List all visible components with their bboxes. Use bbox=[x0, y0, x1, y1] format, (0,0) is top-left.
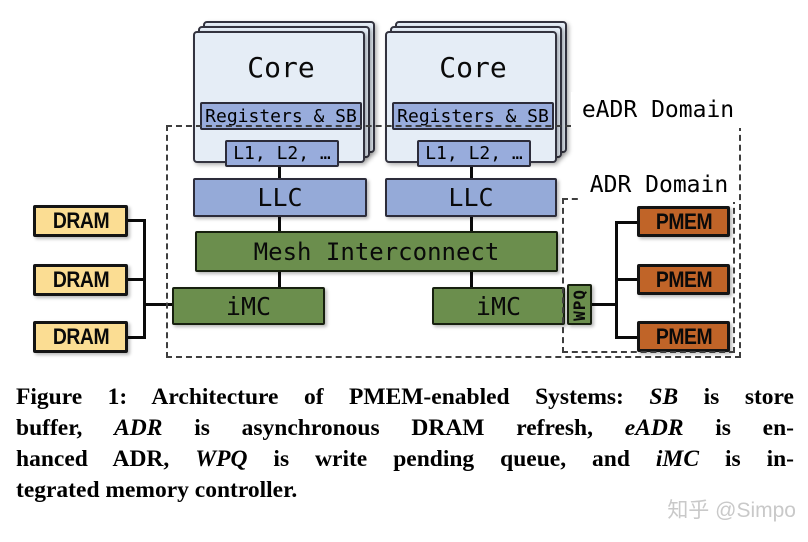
dram-bus-vertical bbox=[143, 219, 146, 339]
pmem-bus-stub-3 bbox=[615, 336, 639, 339]
llc-label: LLC bbox=[448, 183, 494, 212]
wpq-label: WPQ bbox=[570, 288, 589, 321]
dram-box-3: DRAM bbox=[33, 321, 128, 353]
connector-core-llc-right bbox=[470, 155, 473, 180]
pmem-label: PMEM bbox=[655, 266, 712, 292]
watermark: 知乎 @Simpo bbox=[667, 499, 796, 522]
connector-core-llc-left bbox=[278, 155, 281, 180]
core-stack-left: Core Registers & SB L1, L2, … bbox=[193, 21, 375, 167]
pmem-box-1: PMEM bbox=[637, 206, 730, 237]
pmem-label: PMEM bbox=[655, 323, 712, 349]
caption-line: tegrated memory controller. bbox=[16, 477, 298, 503]
dram-bus-stub-2 bbox=[126, 278, 146, 281]
dram-label: DRAM bbox=[52, 324, 109, 349]
caption-line: buffer, ADR is asynchronous DRAM refresh… bbox=[16, 415, 795, 441]
mesh-interconnect-box: Mesh Interconnect bbox=[195, 231, 558, 272]
pmem-label: PMEM bbox=[655, 208, 712, 234]
dram-label: DRAM bbox=[52, 267, 109, 292]
dram-label: DRAM bbox=[52, 208, 109, 233]
dram-imc-link bbox=[143, 303, 175, 306]
registers-sb-box: Registers & SB bbox=[200, 102, 362, 130]
connector-llc-mesh-left bbox=[278, 215, 281, 233]
llc-box-right: LLC bbox=[385, 178, 557, 217]
connector-mesh-imc-right bbox=[470, 270, 473, 289]
pmem-box-3: PMEM bbox=[637, 321, 730, 352]
llc-box-left: LLC bbox=[193, 178, 367, 217]
caption-line: hanced ADR, WPQ is write pending queue, … bbox=[16, 446, 795, 472]
eadr-domain-label: eADR Domain bbox=[571, 92, 745, 128]
imc-label: iMC bbox=[225, 291, 272, 321]
l1-l2-cache-box: L1, L2, … bbox=[225, 140, 339, 167]
dram-box-1: DRAM bbox=[33, 205, 128, 237]
core-stack-right: Core Registers & SB L1, L2, … bbox=[385, 21, 567, 167]
dram-bus-stub-1 bbox=[126, 219, 146, 222]
connector-mesh-imc-left bbox=[278, 270, 281, 289]
caption-line: Figure 1: Architecture of PMEM-enabled S… bbox=[16, 384, 794, 410]
l1-l2-cache-box: L1, L2, … bbox=[417, 140, 531, 167]
core-box: Core Registers & SB L1, L2, … bbox=[385, 31, 557, 167]
wpq-box: WPQ bbox=[567, 284, 592, 325]
core-title: Core bbox=[439, 51, 507, 84]
pmem-bus-stub-2 bbox=[615, 278, 639, 281]
imc-box-right: iMC bbox=[432, 287, 565, 325]
imc-label: iMC bbox=[475, 291, 522, 321]
dram-bus-stub-3 bbox=[126, 336, 146, 339]
core-title: Core bbox=[247, 51, 315, 84]
connector-llc-mesh-right bbox=[470, 215, 473, 233]
pmem-box-2: PMEM bbox=[637, 264, 730, 295]
wpq-pmem-link bbox=[592, 303, 618, 306]
mesh-interconnect-label: Mesh Interconnect bbox=[253, 237, 500, 266]
adr-domain-label: ADR Domain bbox=[581, 168, 737, 202]
pmem-bus-stub-1 bbox=[615, 221, 639, 224]
registers-sb-box: Registers & SB bbox=[392, 102, 554, 130]
dram-box-2: DRAM bbox=[33, 264, 128, 296]
imc-box-left: iMC bbox=[172, 287, 325, 325]
core-box: Core Registers & SB L1, L2, … bbox=[193, 31, 365, 167]
llc-label: LLC bbox=[257, 183, 303, 212]
figure-caption: Figure 1: Architecture of PMEM-enabled S… bbox=[16, 382, 794, 506]
